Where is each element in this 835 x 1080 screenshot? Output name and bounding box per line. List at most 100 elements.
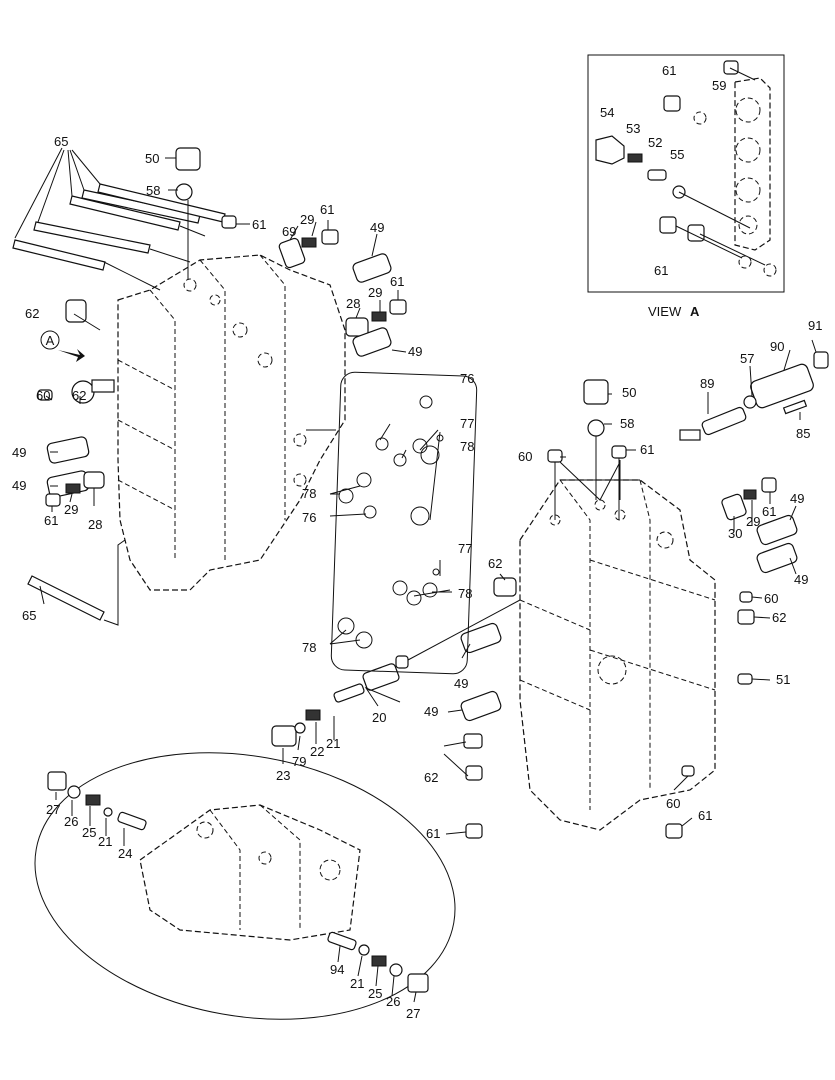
spring-part: [65, 483, 81, 494]
spring-part: [85, 794, 101, 806]
callout-26: 26: [64, 814, 78, 829]
callout-49: 49: [424, 704, 438, 719]
plug-part: [395, 655, 409, 669]
valve-cartridge-part: [352, 253, 392, 283]
spring-part: [743, 489, 757, 500]
plug-part: [547, 449, 563, 520]
plug-part: [723, 60, 739, 75]
spool-part: [721, 493, 747, 521]
callout-20: 20: [372, 710, 386, 725]
valve-cartridge-part: [756, 542, 798, 574]
plug-part: [737, 673, 753, 685]
plug-part: [687, 224, 705, 242]
plug-part: [175, 147, 201, 280]
callout-21: 21: [350, 976, 364, 991]
callout-65-upper: 65: [54, 134, 68, 149]
o-ring-part: [67, 785, 81, 799]
callout-54: 54: [600, 105, 614, 120]
callout-89: 89: [700, 376, 714, 391]
callout-49: 49: [12, 478, 26, 493]
callout-leaders-65: [14, 147, 101, 239]
valve-cartridge-part: [460, 690, 502, 722]
view-label: VIEW: [648, 304, 682, 319]
callout-76: 76: [302, 510, 316, 525]
plug-part: [389, 299, 407, 315]
spool-part: [83, 471, 105, 489]
callout-51: 51: [776, 672, 790, 687]
callout-60: 60: [36, 388, 50, 403]
callout-61: 61: [252, 217, 266, 232]
spring-part: [371, 311, 387, 322]
plug-part: [65, 299, 87, 323]
callout-21: 21: [326, 736, 340, 751]
callout-60: 60: [518, 449, 532, 464]
callout-49: 49: [408, 344, 422, 359]
o-ring-part: [358, 944, 370, 956]
plug-part: [271, 725, 297, 747]
plug-part: [665, 823, 683, 839]
callout-78: 78: [458, 586, 472, 601]
callout-49: 49: [790, 491, 804, 506]
callout-61: 61: [762, 504, 776, 519]
plug-part: [321, 229, 339, 245]
callout-50-left: 50: [145, 151, 159, 166]
o-ring-part: [389, 963, 403, 977]
callout-85: 85: [796, 426, 810, 441]
spool-part: [333, 683, 365, 703]
callout-76: 76: [460, 371, 474, 386]
callout-79: 79: [292, 754, 306, 769]
callout-77: 77: [458, 541, 472, 556]
callout-61: 61: [390, 274, 404, 289]
callout-21: 21: [98, 834, 112, 849]
callout-30: 30: [728, 526, 742, 541]
valve-cartridge-part: [460, 622, 502, 654]
o-ring-part: [103, 807, 113, 817]
left-valve-body: [117, 254, 346, 591]
callout-29: 29: [746, 514, 760, 529]
callout-78: 78: [302, 486, 316, 501]
spool-part: [117, 811, 147, 831]
callout-28: 28: [88, 517, 102, 532]
callout-27: 27: [46, 802, 60, 817]
callout-61: 61: [698, 808, 712, 823]
plug-part: [493, 577, 517, 597]
plug-part: [221, 215, 237, 229]
callout-90: 90: [770, 339, 784, 354]
callout-52: 52: [648, 135, 662, 150]
plug-part: [465, 765, 483, 781]
screw-part: [782, 399, 808, 415]
callout-61: 61: [654, 263, 668, 278]
callout-23: 23: [276, 768, 290, 783]
plug-part: [595, 135, 625, 165]
spool-part: [278, 237, 306, 269]
valve-cartridge-part: [46, 436, 90, 464]
gasket-plate: [330, 371, 478, 675]
plug-part: [681, 765, 695, 777]
tie-bolt-set: [12, 183, 226, 626]
callout-58: 58: [620, 416, 634, 431]
view-caption: VIEW A: [648, 304, 700, 319]
callout-91: 91: [808, 318, 822, 333]
callout-60: 60: [764, 591, 778, 606]
callout-22: 22: [310, 744, 324, 759]
view-a-inset: [587, 54, 785, 293]
plug-part: [465, 823, 483, 839]
arrow-letter: A: [46, 333, 55, 348]
callout-61: 61: [320, 202, 334, 217]
callout-29: 29: [300, 212, 314, 227]
plug-part: [737, 609, 755, 625]
spring-part: [371, 955, 387, 967]
callout-78: 78: [460, 439, 474, 454]
callout-50: 50: [622, 385, 636, 400]
callout-94: 94: [330, 962, 344, 977]
callout-26: 26: [386, 994, 400, 1009]
callout-25: 25: [82, 825, 96, 840]
plug-part: [659, 216, 677, 234]
spring-part: [301, 237, 317, 248]
o-ring-part: [743, 395, 757, 409]
callout-78: 78: [302, 640, 316, 655]
callout-62: 62: [25, 306, 39, 321]
valve-cartridge-part: [679, 406, 747, 441]
callout-25: 25: [368, 986, 382, 1001]
